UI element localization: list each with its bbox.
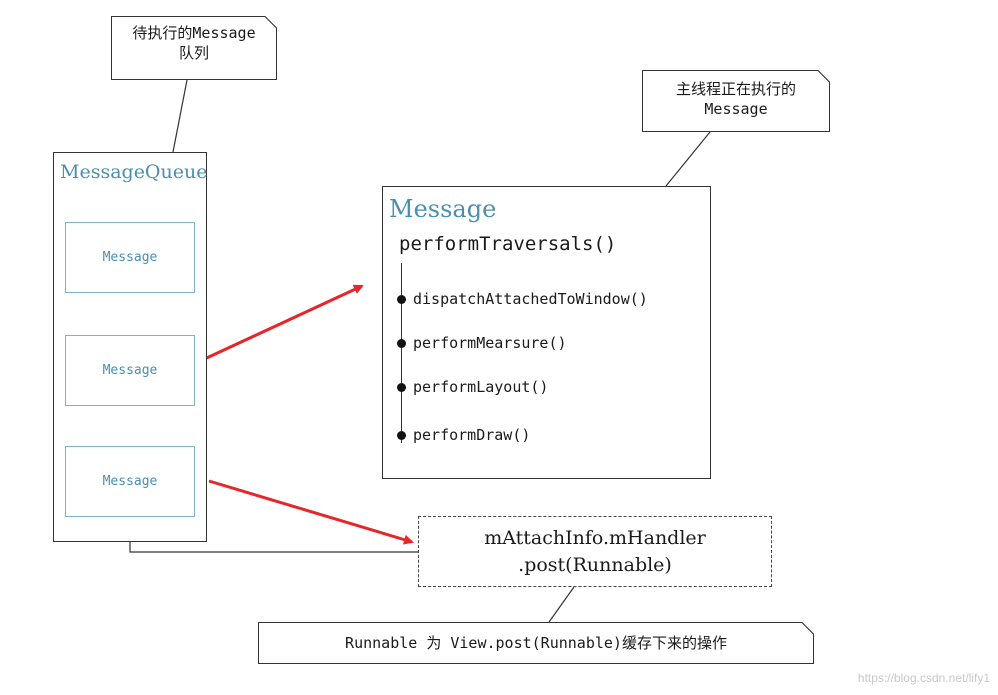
queue-message-3: Message: [65, 446, 195, 517]
watermark: https://blog.csdn.net/lify1: [857, 671, 990, 685]
step-perform-draw: performDraw(): [413, 426, 531, 444]
post-arrow: [208, 479, 414, 545]
step-dot-2: [397, 339, 406, 348]
queue-note-line-2: 队列: [178, 44, 209, 62]
step-dot-1: [397, 295, 406, 304]
main-note: 主线程正在执行的 Message: [642, 70, 830, 132]
current-message: Message performTraversals() dispatchAtta…: [382, 186, 711, 479]
handler-line-2: .post(Runnable): [518, 554, 672, 576]
runnable-note-connector: [548, 586, 575, 623]
message-queue-title: MessageQueue: [60, 161, 208, 183]
queue-note: 待执行的Message 队列: [111, 16, 277, 80]
note-fold-icon: [265, 16, 277, 28]
queue-message-2: Message: [65, 335, 195, 406]
message-queue: MessageQueue Message Message Message: [53, 152, 207, 542]
note-fold-icon: [818, 70, 830, 82]
runnable-note-text: Runnable 为 View.post(Runnable)缓存下来的操作: [345, 634, 727, 652]
queue-note-line-1: 待执行的Message: [132, 24, 256, 42]
main-note-line-2: Message: [704, 100, 768, 118]
main-note-connector: [665, 131, 711, 187]
note-fold-icon: [802, 622, 814, 634]
dispatch-arrow: [197, 284, 364, 364]
handler-line-1: mAttachInfo.mHandler: [484, 527, 706, 549]
queue-note-connector: [172, 79, 188, 153]
handler-post-box: mAttachInfo.mHandler .post(Runnable): [418, 516, 772, 587]
main-note-line-1: 主线程正在执行的: [675, 80, 796, 98]
runnable-note: Runnable 为 View.post(Runnable)缓存下来的操作: [258, 622, 814, 664]
step-dispatch-attached: dispatchAttachedToWindow(): [413, 290, 648, 308]
current-message-title: Message: [389, 195, 497, 223]
queue-message-1: Message: [65, 222, 195, 293]
call-timeline: [401, 263, 403, 443]
step-dot-3: [397, 383, 406, 392]
step-dot-4: [397, 431, 406, 440]
step-perform-measure: performMearsure(): [413, 334, 567, 352]
perform-traversals-label: performTraversals(): [399, 233, 617, 255]
step-perform-layout: performLayout(): [413, 378, 549, 396]
